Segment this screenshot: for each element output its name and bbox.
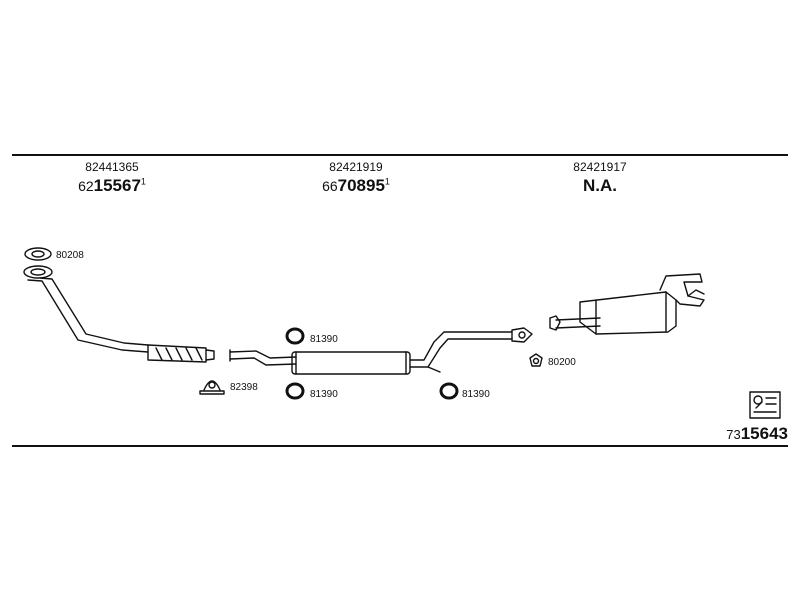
rear-gasket [529, 353, 543, 367]
bottom-rule [12, 445, 788, 447]
part-number: 62155671 [78, 176, 146, 195]
oe-number: 82441365 [85, 160, 139, 174]
middle-muffler [291, 351, 411, 375]
front-gasket-lower [23, 265, 53, 279]
clamp-part [199, 380, 225, 395]
gasket-front-label: 80208 [56, 250, 84, 261]
gasket-rear-label: 80200 [548, 357, 576, 368]
ring-gasket-upper [285, 327, 305, 345]
oe-number: 82421917 [573, 160, 627, 174]
reference-number: 7315643 [726, 424, 788, 443]
front-gasket-upper [24, 247, 52, 261]
oe-number: 82421919 [329, 160, 383, 174]
rear-muffler [549, 273, 705, 335]
ring-gasket-lower-right [439, 382, 459, 400]
section-middle: 82421919 66708951 [256, 160, 456, 196]
section-front: 82441365 62155671 [12, 160, 212, 196]
section-rear: 82421917 N.A. [500, 160, 700, 196]
ring-upper-label: 81390 [310, 334, 338, 345]
ring-gasket-lower-left [285, 382, 305, 400]
part-number: 66708951 [322, 176, 390, 195]
ring-lower-left-label: 81390 [310, 389, 338, 400]
top-rule [12, 154, 788, 156]
connecting-pipe [409, 327, 533, 373]
parts-reference-symbol [749, 391, 781, 419]
not-available-label: N.A. [583, 176, 617, 195]
front-pipe [27, 277, 215, 363]
ring-lower-right-label: 81390 [462, 389, 490, 400]
intermediate-pipe [229, 349, 297, 366]
clamp-label: 82398 [230, 382, 258, 393]
